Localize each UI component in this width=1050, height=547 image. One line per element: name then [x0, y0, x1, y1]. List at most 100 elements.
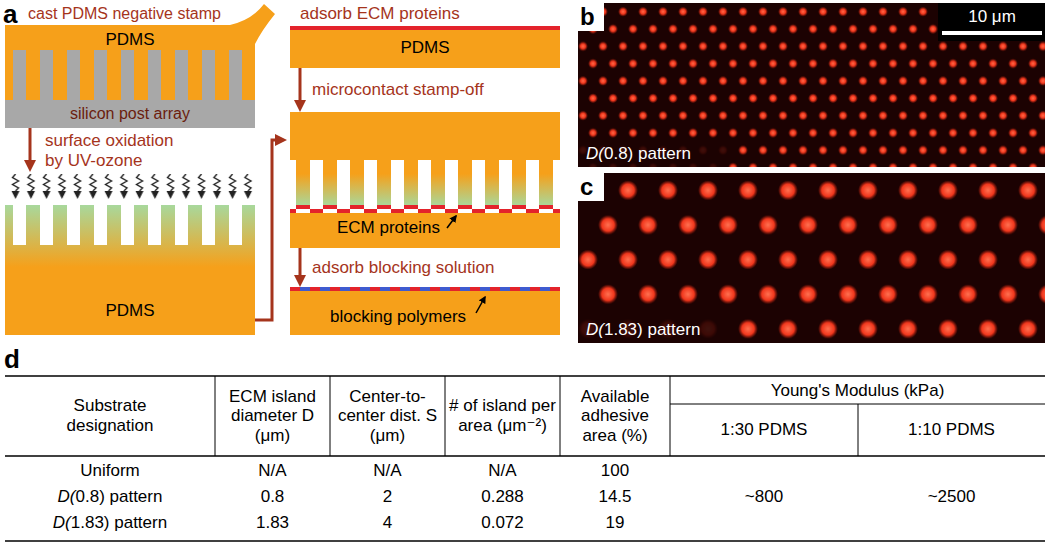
ecm-coating [290, 26, 560, 68]
callout-text: ECM proteins [337, 218, 440, 238]
text-slot: blocking polymers [330, 306, 480, 328]
table-header: Available adhesive area (%) [562, 387, 668, 446]
table-header: Center-to-center dist. S (μm) [332, 387, 443, 446]
table-cell: 1.83 [256, 513, 289, 533]
uv-oxidation [5, 174, 255, 335]
text-slot: 0.072 [447, 510, 558, 536]
panel-letter: a [3, 0, 17, 30]
blocked-substrate [290, 287, 560, 335]
text-slot: Substrate designation [50, 376, 170, 456]
table-cell: ~2500 [928, 487, 976, 507]
table-rules [5, 376, 1045, 541]
material-label: PDMS [105, 301, 154, 321]
micrograph: D(1.83) pattern [578, 173, 1045, 343]
table-header: 1:30 PDMS [721, 420, 808, 440]
text-slot: 14.5 [562, 484, 668, 510]
process-arrow [299, 68, 302, 106]
text-slot: ECM proteins [337, 217, 452, 239]
text-slot: ~800 [672, 458, 856, 536]
step-label: microcontact stamp-off [312, 80, 484, 100]
table-cell: 100 [601, 461, 629, 481]
pdms-slab: adsorb ECM proteinsPDMS [290, 2, 560, 68]
panel-letter: c [580, 173, 593, 201]
text-slot: c [580, 173, 604, 201]
text-slot: 1:30 PDMS [672, 404, 856, 456]
text-slot: Uniform [7, 458, 213, 484]
text-slot: Available adhesive area (%) [562, 376, 668, 456]
process-arrow [255, 140, 281, 320]
step-title: cast PDMS negative stamp [28, 5, 221, 23]
pdms-stamp: cast PDMS negative stampPDMS [5, 2, 255, 100]
text-slot: 0.8 [217, 484, 328, 510]
text-slot: d [4, 345, 28, 375]
text-slot: ECM island diameter D (μm) [217, 376, 328, 456]
text-slot: 4 [332, 510, 443, 536]
text-slot: D(0.8) pattern [586, 142, 746, 166]
text-slot: N/A [332, 458, 443, 484]
table-cell: 0.288 [481, 487, 524, 507]
table-cell: 2 [383, 487, 392, 507]
oxidized-stamp: PDMS [5, 172, 255, 335]
pattern-label: D(0.8) pattern [586, 144, 691, 164]
text-slot: # of island per area (μm⁻²) [447, 376, 558, 456]
text-slot: N/A [217, 458, 328, 484]
text-slot: 19 [562, 510, 668, 536]
text-slot: PDMS [290, 37, 560, 59]
text-slot: PDMS [5, 29, 255, 51]
table-cell: ~800 [745, 487, 783, 507]
step-title: adsorb ECM proteins [300, 4, 460, 24]
table-cell: D(0.8) pattern [58, 487, 163, 507]
text-slot: 1.83 [217, 510, 328, 536]
table-cell: N/A [488, 461, 516, 481]
process-arrow [299, 248, 302, 281]
text-slot: ~2500 [860, 458, 1043, 536]
text-slot: 2 [332, 484, 443, 510]
stamp-off [290, 112, 560, 248]
text-slot: microcontact stamp-off [312, 78, 532, 102]
step-label: surface oxidation by UV-ozone [45, 131, 185, 170]
text-slot: cast PDMS negative stamp [28, 3, 230, 25]
table-cell: 4 [383, 513, 392, 533]
table-cell: D(1.83) pattern [53, 513, 167, 533]
table-cell: 19 [606, 513, 625, 533]
stamp-casting [5, 4, 275, 128]
table-cell: 0.8 [261, 487, 285, 507]
text-slot: D(1.83) pattern [7, 510, 213, 536]
material-label: PDMS [105, 30, 154, 50]
table-header: ECM island diameter D (μm) [217, 387, 328, 446]
table-cell: N/A [258, 461, 286, 481]
patterned-substrate: blocking polymers [290, 287, 560, 335]
table-cell: 14.5 [598, 487, 631, 507]
text-slot: adsorb blocking solution [312, 256, 542, 280]
pattern-label: D(1.83) pattern [586, 320, 700, 340]
callout-text: blocking polymers [330, 307, 466, 327]
text-slot: 0.288 [447, 484, 558, 510]
text-slot: PDMS [5, 300, 255, 322]
table-cell: N/A [373, 461, 401, 481]
silicon-block: silicon post array [5, 100, 255, 128]
text-slot: 1:10 PDMS [860, 404, 1043, 456]
process-arrow [29, 128, 32, 166]
text-slot: adsorb ECM proteins [300, 3, 555, 25]
table-header: # of island per area (μm⁻²) [447, 396, 558, 435]
table-header: Substrate designation [50, 396, 170, 435]
material-label: PDMS [400, 38, 449, 58]
text-slot: Young's Modulus (kPa) [672, 378, 1043, 404]
text-slot: Center-to-center dist. S (μm) [332, 376, 443, 456]
table-cell: 0.072 [481, 513, 524, 533]
text-slot: a [3, 0, 27, 30]
panel-letter: d [4, 345, 20, 375]
table-cell: Uniform [80, 461, 140, 481]
micrograph-c [578, 173, 1045, 343]
material-label: silicon post array [70, 105, 190, 123]
text-slot: silicon post array [5, 104, 255, 125]
micrograph: 10 μmD(0.8) pattern [578, 3, 1045, 167]
text-slot: surface oxidation by UV-ozone [45, 130, 185, 172]
text-slot: N/A [447, 458, 558, 484]
text-slot: D(1.83) pattern [586, 318, 746, 342]
step-label: adsorb blocking solution [312, 258, 494, 278]
